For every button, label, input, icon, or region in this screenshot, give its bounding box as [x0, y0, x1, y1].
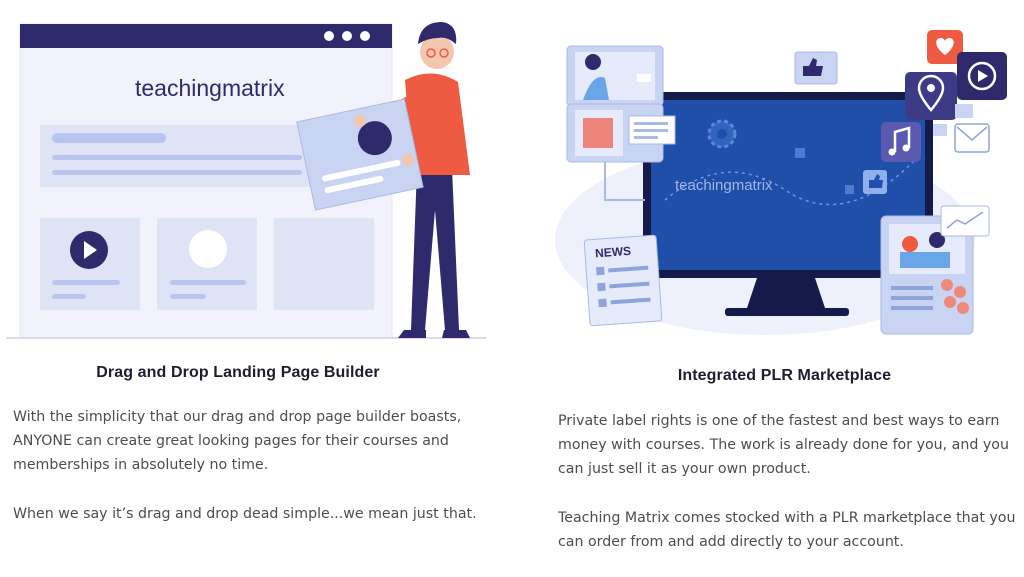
music-note-icon	[881, 122, 921, 162]
mail-icon	[954, 123, 990, 153]
heart-icon	[927, 30, 963, 64]
feature-description: With the simplicity that our drag and dr…	[13, 409, 462, 473]
news-label: NEWS	[595, 244, 632, 260]
thumbs-up-icon	[863, 170, 887, 194]
feature-description: When we say it’s drag and drop dead simp…	[13, 506, 477, 522]
window-dots-icon	[324, 31, 370, 41]
builder-logo: teachingmatrix	[135, 75, 285, 101]
screen-logo: teachingmatrix	[675, 177, 773, 194]
page-builder-illustration: teachingmatrix	[6, 22, 486, 339]
feature-description: Private label rights is one of the faste…	[558, 413, 1009, 477]
feature-title: Drag and Drop Landing Page Builder	[96, 364, 380, 381]
feature-title: Integrated PLR Marketplace	[677, 367, 892, 384]
dollar-coin-icon	[941, 279, 969, 314]
play-icon	[957, 52, 1007, 100]
location-pin-icon	[905, 72, 957, 120]
plr-marketplace-illustration: teachingmatrix	[555, 30, 1007, 335]
thumbs-up-icon	[794, 51, 838, 85]
feature-description: Teaching Matrix comes stocked with a PLR…	[558, 510, 1016, 550]
gear-icon	[707, 119, 737, 149]
